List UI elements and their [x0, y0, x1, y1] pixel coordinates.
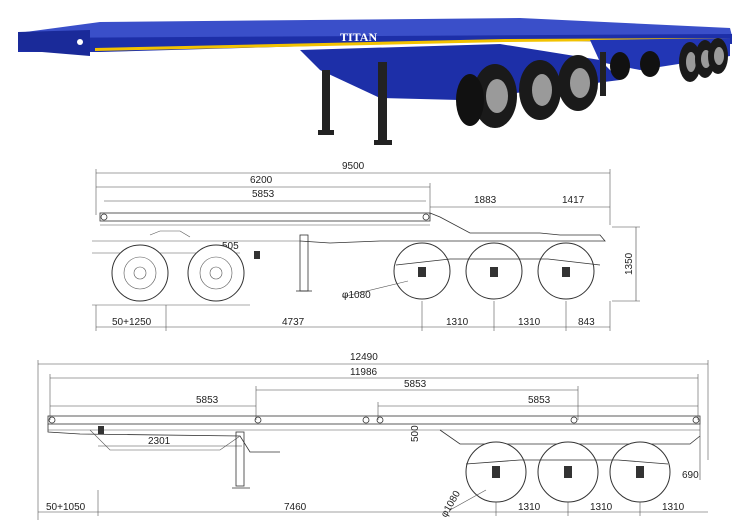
dim-full-axle-spacing-1: 1310 — [518, 502, 541, 513]
side-landing-leg — [296, 234, 312, 292]
dim-rear: 843 — [578, 317, 595, 328]
dim-full-height: 500 — [410, 425, 421, 442]
dim-kingpin-height: 505 — [222, 241, 239, 252]
bottom-dimension-lines — [95, 301, 611, 331]
dim-front: 50+1250 — [112, 317, 152, 328]
side-view-drawing: 9500 6200 5853 1883 1417 505 — [92, 161, 640, 331]
trailer-deck-top — [18, 18, 732, 40]
dim-span-left: 5853 — [196, 395, 219, 406]
dim-axle-spacing-1: 1310 — [446, 317, 469, 328]
tractor-wheels — [111, 244, 245, 302]
dim-span-right: 5853 — [528, 395, 551, 406]
dim-kingpin-offset: 2301 — [148, 436, 171, 447]
dim-axle-spacing-2: 1310 — [518, 317, 541, 328]
rear-tires — [610, 38, 728, 82]
trailer-front-end — [18, 30, 90, 56]
dim-span-middle: 5853 — [404, 379, 427, 390]
landing-leg-right — [378, 62, 387, 142]
dim-full-front-to-axle: 7460 — [284, 502, 307, 513]
dim-tire: φ1080 — [342, 290, 371, 301]
landing-leg-left — [322, 70, 330, 132]
dim-full-axle-spacing-3: 1310 — [662, 502, 685, 513]
dim-front-to-axle: 4737 — [282, 317, 305, 328]
dim-full-deck: 11986 — [350, 367, 378, 378]
full-landing-leg — [232, 431, 250, 489]
dim-full-tire: φ1080 — [439, 489, 463, 520]
dim-gooseneck: 1883 — [474, 195, 497, 206]
full-top-dimension-lines — [37, 360, 709, 520]
front-tires — [456, 55, 598, 128]
front-light-icon — [77, 39, 83, 45]
dim-full-overall: 12490 — [350, 352, 378, 363]
trailer-yellow-stripe — [95, 39, 505, 51]
dim-pin-span: 5853 — [252, 189, 275, 200]
dim-height: 1350 — [624, 252, 635, 275]
full-trailer-wheels — [465, 441, 671, 503]
brand-logo: TITAN — [340, 30, 377, 44]
dim-overall: 9500 — [342, 161, 365, 172]
trailer-photo: TITAN — [18, 18, 732, 145]
full-bottom-dimension-lines — [38, 490, 708, 516]
dim-rear-overhang: 1417 — [562, 195, 585, 206]
dim-deck: 6200 — [250, 175, 273, 186]
side-deck — [99, 212, 606, 244]
trailer-wheels — [393, 242, 601, 300]
dim-full-front: 50+1050 — [46, 502, 86, 513]
full-length-drawing: 12490 11986 5853 5853 5853 2301 500 690 — [37, 352, 709, 520]
full-deck — [47, 415, 701, 453]
dim-rear-height: 690 — [682, 470, 699, 481]
dim-full-axle-spacing-2: 1310 — [590, 502, 613, 513]
top-dimension-lines — [95, 169, 611, 225]
